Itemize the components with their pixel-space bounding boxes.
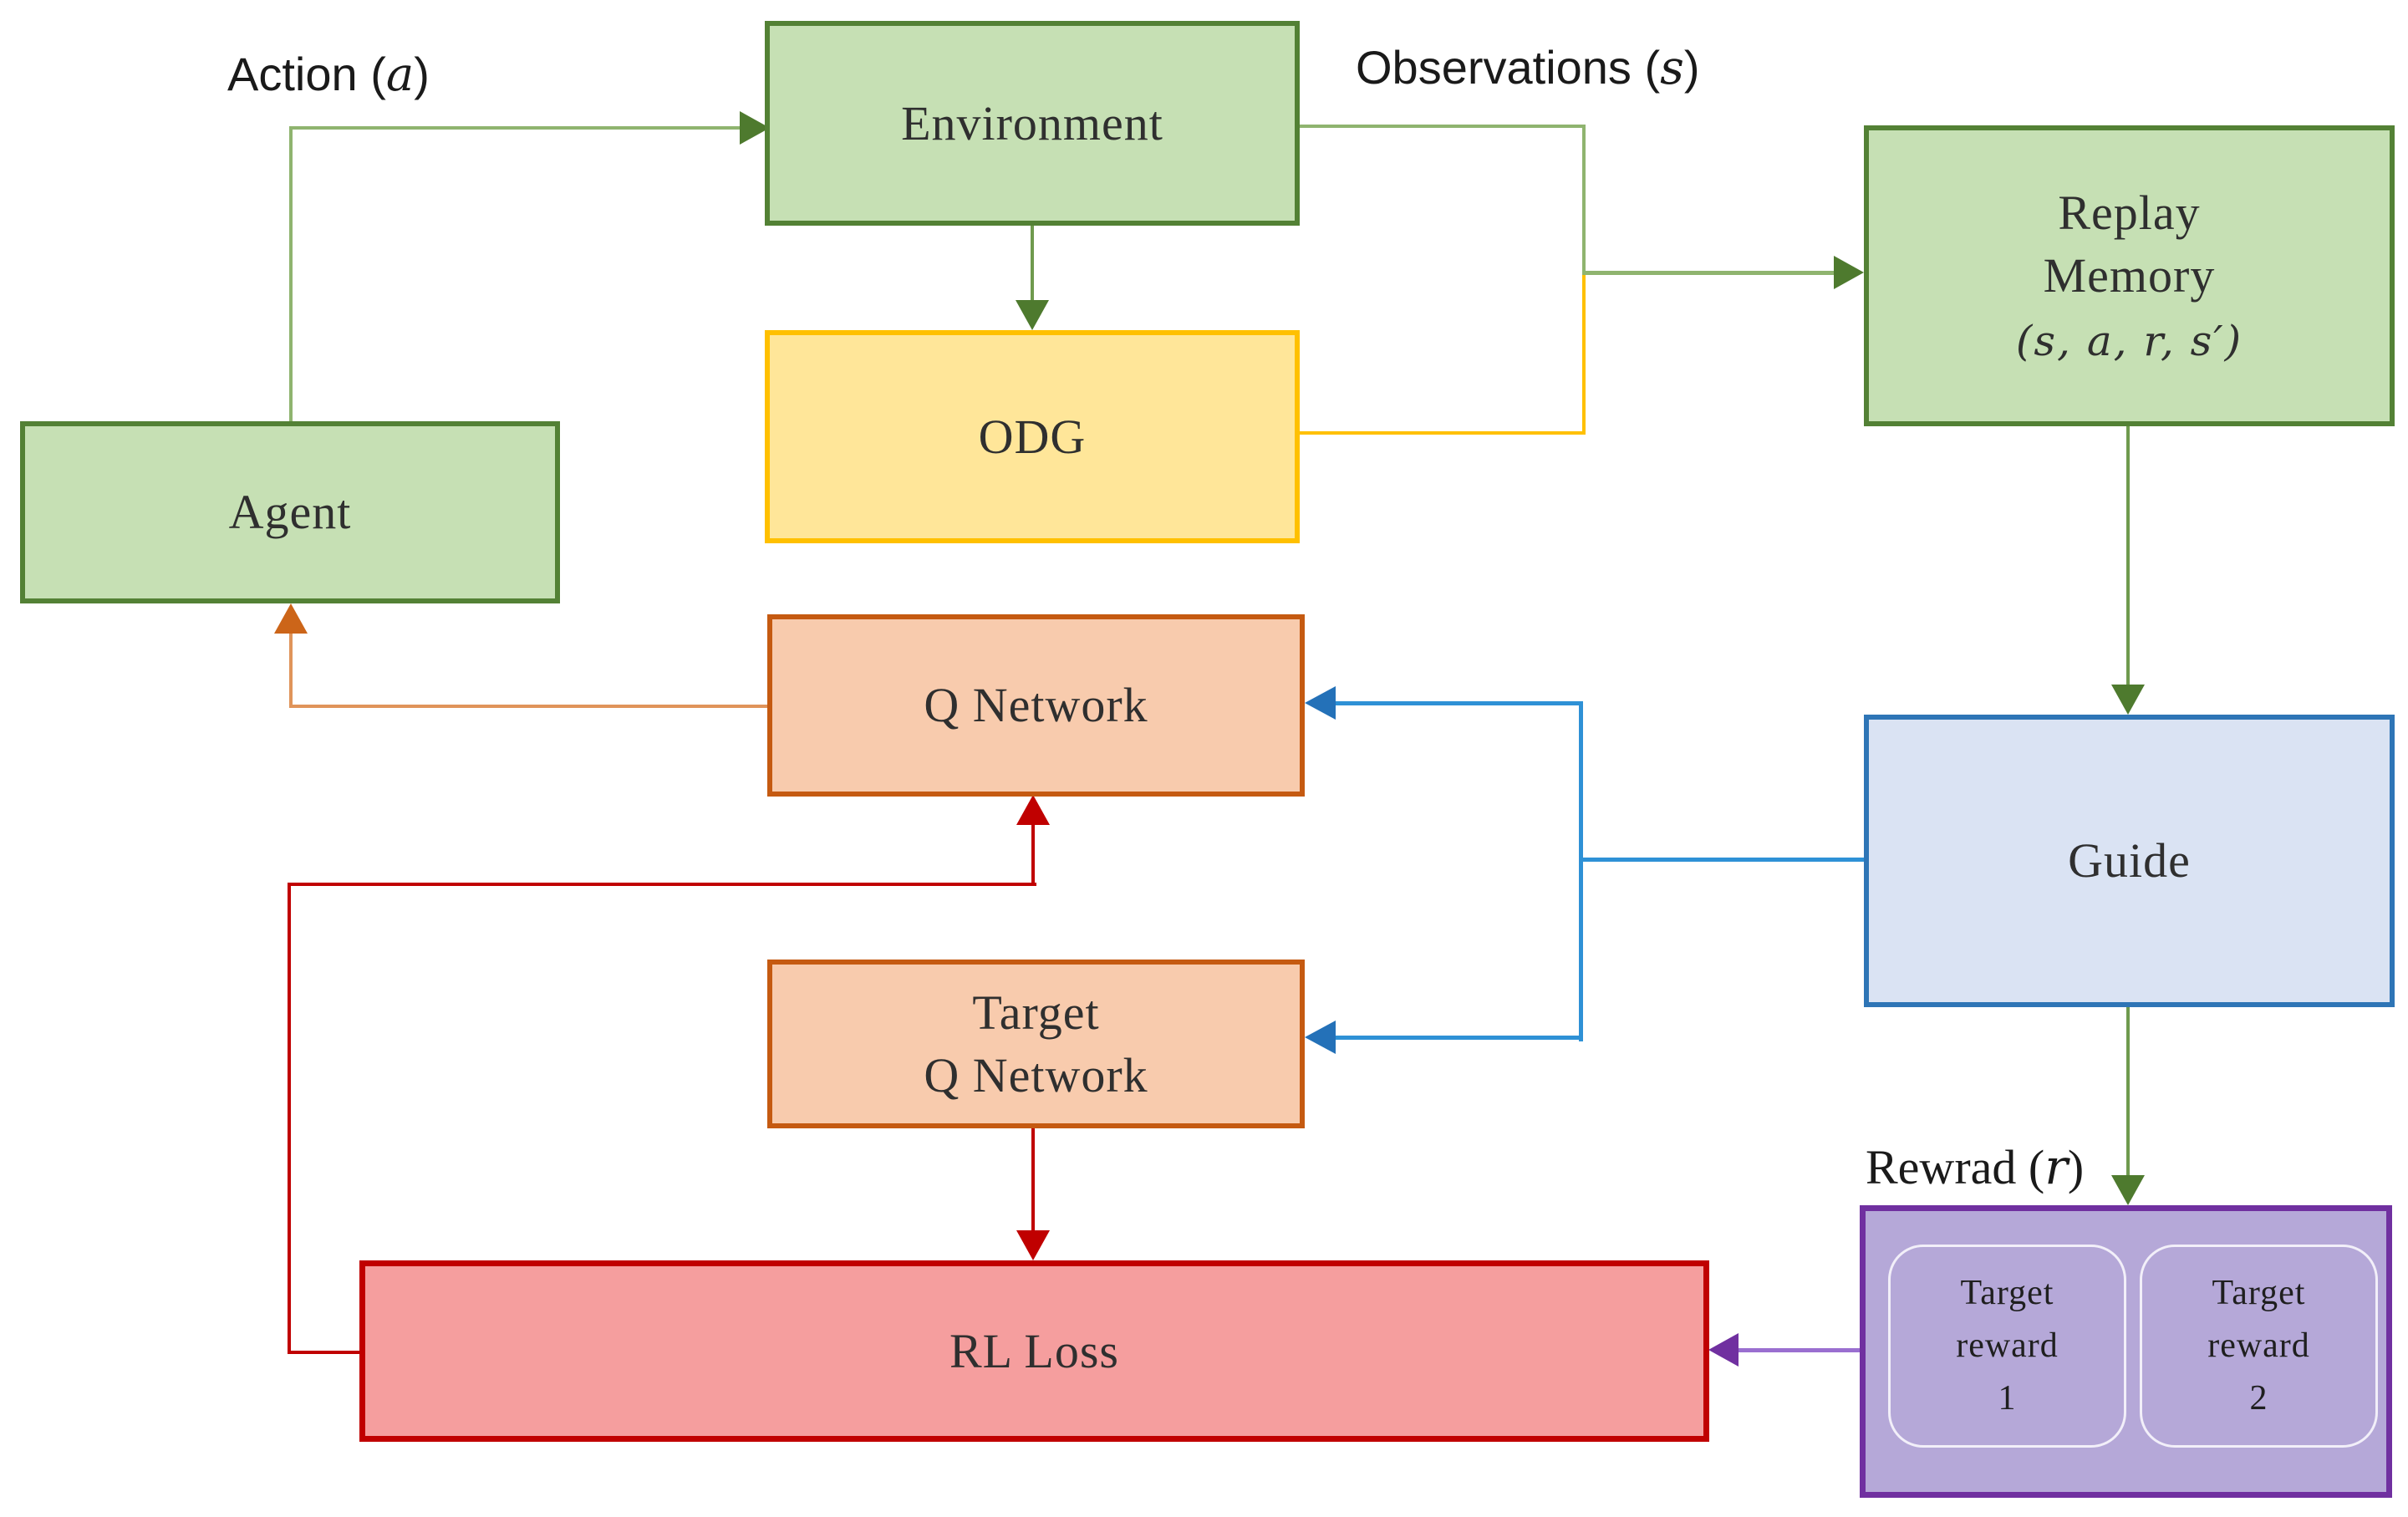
edge-loss-long-vertical <box>288 883 291 1354</box>
reward-label: Rewrad (r) <box>1866 1138 2084 1195</box>
arrowhead-into-guide <box>2111 685 2145 715</box>
node-target-reward-1: Target reward 1 <box>1888 1245 2126 1448</box>
arrowhead-into-loss-top <box>1016 1230 1050 1260</box>
rl-loss-label: RL Loss <box>949 1323 1120 1378</box>
reward1-line1: Target <box>1960 1274 2054 1312</box>
arrowhead-into-reward <box>2111 1175 2145 1205</box>
node-replay-memory: Replay Memory (s, a, r, s′) <box>1864 125 2395 426</box>
edge-guide-to-reward <box>2126 1007 2130 1175</box>
edge-target-to-loss <box>1031 1128 1035 1232</box>
arrowhead-into-odg <box>1016 300 1049 330</box>
observations-suffix: ) <box>1683 41 1700 94</box>
action-var: a <box>385 48 415 102</box>
odg-label: ODG <box>978 409 1087 464</box>
action-prefix: Action ( <box>227 48 386 100</box>
edge-replay-to-guide <box>2126 426 2130 685</box>
replay-line3: (s, a, r, s′) <box>2015 316 2243 365</box>
node-target-reward-2: Target reward 2 <box>2140 1245 2378 1448</box>
node-q-network: Q Network <box>767 614 1305 797</box>
observations-label: Observations (s) <box>1356 40 1700 95</box>
arrowhead-into-loss-right <box>1708 1333 1739 1367</box>
target-q-network-label: Target Q Network <box>924 981 1148 1107</box>
observations-var: s <box>1660 41 1684 95</box>
reward-suffix: ) <box>2067 1140 2085 1194</box>
node-reward-box: Target reward 1 Target reward 2 <box>1860 1205 2392 1498</box>
edge-env-to-odg <box>1031 226 1034 303</box>
edge-reward-to-loss <box>1739 1348 1861 1352</box>
arrowhead-into-qnetwork <box>1305 686 1336 720</box>
observations-prefix: Observations ( <box>1356 41 1661 94</box>
edge-observations-vertical <box>1582 125 1586 276</box>
q-network-label: Q Network <box>924 678 1148 733</box>
edge-loss-to-q-vertical <box>1031 824 1035 884</box>
node-odg: ODG <box>765 330 1300 543</box>
edge-qnetwork-to-agent-horizontal <box>289 705 767 708</box>
edge-odg-vertical <box>1582 275 1586 435</box>
guide-label: Guide <box>2068 833 2191 888</box>
target-line2: Q Network <box>924 1048 1148 1102</box>
arrowhead-into-agent <box>274 603 308 634</box>
arrowhead-into-target-qnetwork <box>1305 1021 1336 1054</box>
replay-line1: Replay <box>2058 185 2201 240</box>
node-guide: Guide <box>1864 715 2395 1007</box>
agent-label: Agent <box>228 485 352 540</box>
reward-var: r <box>2044 1138 2068 1195</box>
target-line1: Target <box>972 985 1100 1040</box>
edge-blue-vertical <box>1579 701 1583 1041</box>
reward2-line1: Target <box>2212 1274 2306 1312</box>
reward2-line3: 2 <box>2249 1379 2268 1418</box>
edge-qnetwork-to-agent-vertical <box>289 632 293 706</box>
target-reward-2-label: Target reward 2 <box>2207 1267 2310 1425</box>
edge-guide-left <box>1581 858 1864 862</box>
node-agent: Agent <box>20 421 560 603</box>
edge-observations-horizontal <box>1300 125 1586 128</box>
edge-blue-top-horizontal <box>1336 701 1583 705</box>
node-rl-loss: RL Loss <box>359 1260 1709 1442</box>
node-target-q-network: Target Q Network <box>767 960 1305 1128</box>
edge-junction-to-replay <box>1582 271 1834 275</box>
environment-label: Environment <box>901 95 1163 150</box>
edge-agent-up <box>289 128 293 425</box>
reward1-line2: reward <box>1956 1326 2059 1365</box>
action-label: Action (a) <box>227 47 430 102</box>
arrowhead-into-replay <box>1834 256 1864 289</box>
edge-loss-left-horizontal <box>288 1351 363 1354</box>
action-suffix: ) <box>414 48 430 100</box>
arrowhead-into-qnetwork-bottom <box>1016 795 1050 825</box>
replay-line2: Memory <box>2043 248 2216 303</box>
reward2-line2: reward <box>2207 1326 2310 1365</box>
edge-loss-to-q-horizontal <box>288 883 1036 886</box>
edge-action-horizontal <box>289 126 740 130</box>
reward-prefix: Rewrad ( <box>1866 1140 2045 1194</box>
reward1-line3: 1 <box>1998 1379 2017 1418</box>
node-environment: Environment <box>765 21 1300 226</box>
target-reward-1-label: Target reward 1 <box>1956 1267 2059 1425</box>
edge-blue-bottom-horizontal <box>1336 1036 1583 1040</box>
replay-memory-label: Replay Memory (s, a, r, s′) <box>2016 181 2243 370</box>
edge-odg-horizontal <box>1300 431 1586 435</box>
